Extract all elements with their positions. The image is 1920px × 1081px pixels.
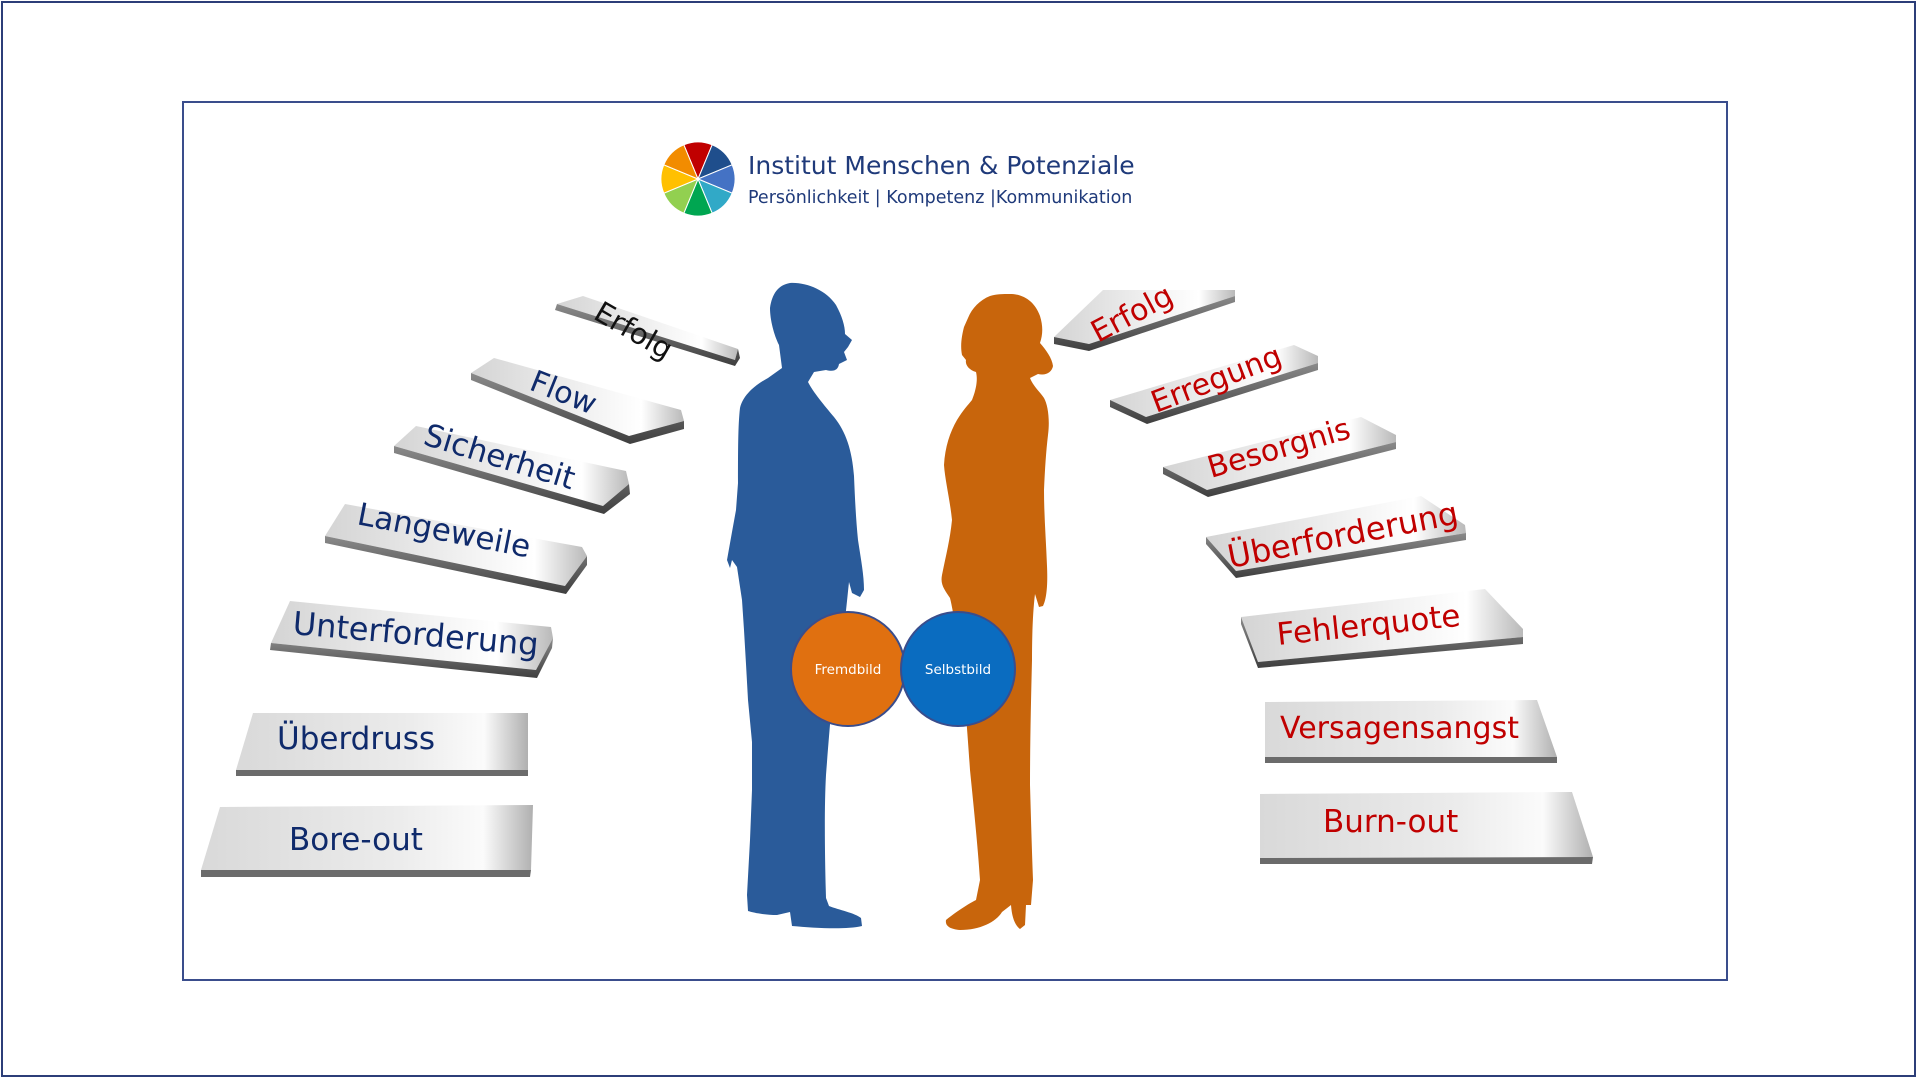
left-step-3: Sicherheit	[394, 417, 630, 514]
selbstbild-label: Selbstbild	[925, 662, 991, 678]
left-step-7: Bore-out	[201, 805, 533, 877]
selbstbild-circle: Selbstbild	[900, 611, 1016, 727]
brand-logo	[660, 141, 736, 217]
fremdbild-label: Fremdbild	[815, 662, 882, 678]
right-step-4-label: Überforderung	[1224, 494, 1461, 576]
right-step-3: Besorgnis	[1163, 412, 1396, 497]
right-step-6-label: Versagensangst	[1280, 711, 1519, 746]
left-step-6: Überdruss	[236, 713, 528, 776]
logo-segment	[663, 144, 699, 180]
left-step-1: Erfolg	[555, 295, 740, 367]
left-step-2: Flow	[471, 358, 684, 444]
right-step-7-label: Burn-out	[1323, 804, 1458, 840]
left-stairs: Erfolg Flow Sicherheit Langeweile	[201, 295, 740, 877]
right-step-4: Überforderung	[1206, 494, 1466, 578]
right-step-6: Versagensangst	[1265, 700, 1557, 763]
man-silhouette	[727, 282, 864, 929]
right-step-1: Erfolg	[1054, 278, 1235, 351]
right-step-7: Burn-out	[1260, 792, 1593, 864]
left-step-1-label: Erfolg	[589, 295, 679, 367]
right-step-5: Fehlerquote	[1241, 589, 1523, 668]
left-step-7-label: Bore-out	[289, 822, 423, 858]
right-step-2: Erregung	[1110, 339, 1318, 424]
brand-subtitle: Persönlichkeit | Kompetenz |Kommunikatio…	[748, 188, 1132, 208]
woman-silhouette	[941, 294, 1053, 930]
left-step-3-label: Sicherheit	[420, 417, 579, 497]
fremdbild-circle: Fremdbild	[790, 611, 906, 727]
left-step-5: Unterforderung	[270, 601, 553, 678]
right-step-1-label: Erfolg	[1085, 278, 1179, 350]
left-step-4: Langeweile	[325, 497, 587, 594]
left-step-6-label: Überdruss	[277, 720, 435, 757]
brand-title: Institut Menschen & Potenziale	[748, 151, 1135, 180]
right-stairs: Erfolg Erregung Besorgnis Überforderung	[1054, 278, 1593, 864]
